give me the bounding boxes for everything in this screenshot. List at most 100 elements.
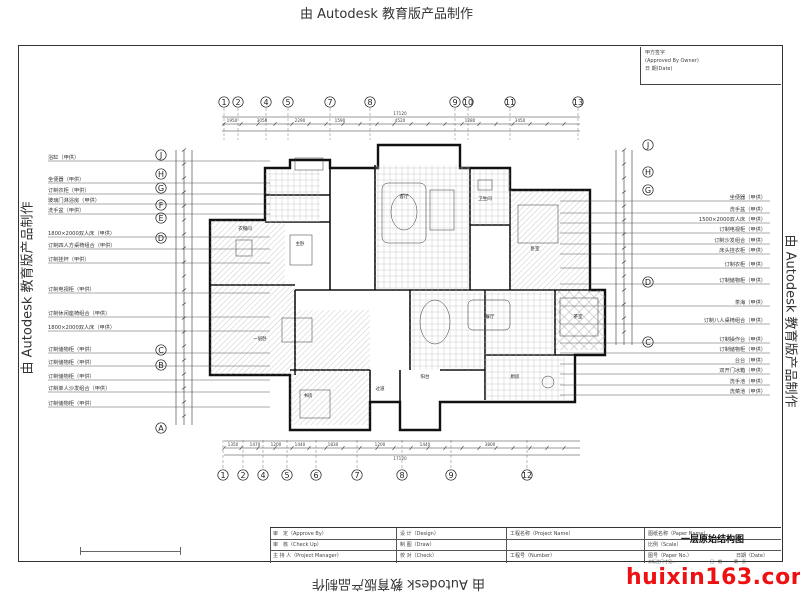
guest-bed [517, 204, 559, 244]
footer-left: 未标注尺寸见... [648, 559, 676, 564]
annotation-left: 订制四人方桌椅组合（甲供） [48, 241, 115, 249]
axis-right-D: D [645, 278, 651, 287]
dining-table [467, 299, 511, 331]
approval-stamp-box: 甲方签字 (Approved By Owner) 日 期(Date) [640, 47, 781, 85]
dimension-bottom: 1470 [250, 442, 261, 447]
dimension-bottom: 1440 [420, 442, 431, 447]
axis-top-8: 8 [367, 98, 372, 107]
axis-top-9-circle [449, 96, 461, 108]
axis-bottom-8-circle [396, 469, 408, 481]
axis-bottom-6-circle [310, 469, 322, 481]
axis-bottom-12: 12 [522, 471, 532, 480]
axis-bottom-4: 4 [260, 471, 265, 480]
room-label: 厨房 [511, 373, 520, 380]
annotation-right: 床头挂衣柜（甲供） [719, 246, 766, 254]
room-label: 过道 [376, 385, 385, 392]
room-label: 客厅 [400, 193, 409, 200]
axis-right-H-circle [642, 166, 654, 178]
annotation-right: 双开门冰箱（甲供） [719, 366, 766, 374]
second-bed [281, 317, 313, 343]
paper-name-label: 图纸名称（Paper Name） [648, 531, 709, 537]
scale-bar [60, 545, 210, 559]
sink [541, 375, 555, 389]
footer-right: 日 期 第 页 [710, 559, 746, 564]
living-side-cabinet [429, 189, 455, 231]
axis-bottom-2: 2 [240, 471, 245, 480]
axis-bottom-6: 6 [313, 471, 318, 480]
scale-label: 比例（Scale） [648, 542, 682, 548]
axis-left-C-circle [155, 344, 167, 356]
entry-rug [419, 299, 451, 345]
stamp-line: 日 期(Date) [645, 66, 673, 72]
axis-left-H: H [158, 170, 164, 179]
annotation-left: 坐便器（甲供） [48, 175, 84, 183]
annotation-left: 浴缸（甲供） [48, 153, 79, 161]
toilet [477, 179, 493, 191]
tea-room-pattern [559, 297, 599, 337]
axis-left-F-circle [155, 199, 167, 211]
dimension-bottom: 17120 [393, 456, 407, 461]
room-label: 卫生间 [478, 195, 492, 202]
room-label: 书房 [304, 392, 313, 399]
stamp-line: (Approved By Owner) [645, 58, 699, 64]
dimension-top: 1590 [335, 118, 346, 123]
axis-right-C: C [645, 338, 651, 347]
watermark-top: 由 Autodesk 教育版产品制作 [300, 7, 473, 22]
annotation-left: 订制衣柜（甲供） [48, 186, 90, 194]
annotation-left: 订制储物柜（甲供） [48, 358, 95, 366]
annotation-left: 1800×2000双人床（甲供） [48, 229, 115, 237]
axis-bottom-7-circle [351, 469, 363, 481]
floor-hatch [295, 310, 370, 372]
axis-bottom-9-circle [445, 469, 457, 481]
floor-hatch [485, 355, 565, 400]
drawing-title: 一层原始结构图 [681, 535, 745, 545]
annotation-left: 1800×2000双人床（甲供） [48, 323, 115, 331]
living-coffee-table [390, 193, 418, 231]
axis-top-10-circle [462, 96, 474, 108]
annotation-right: 1500×2000双人床（甲供） [699, 215, 766, 223]
annotation-right: 洗手池（甲供） [730, 377, 766, 385]
axis-bottom-8: 8 [399, 471, 404, 480]
axis-top-7-circle [324, 96, 336, 108]
dimension-bottom: 1200 [375, 442, 386, 447]
design-label: 设 计（Design） [400, 531, 439, 537]
axis-top-1-circle [218, 96, 230, 108]
number-label: 工程号（Number） [510, 553, 556, 559]
axis-top-9: 9 [452, 98, 457, 107]
axis-bottom-5: 5 [284, 471, 289, 480]
axis-bottom-12-circle [521, 469, 533, 481]
dimension-bottom: 3800 [485, 442, 496, 447]
axis-left-D: D [158, 234, 164, 243]
axis-left-B-circle [155, 359, 167, 371]
annotation-right: 洗手盆（甲供） [730, 205, 766, 213]
axis-top-5-circle [282, 96, 294, 108]
axis-top-2: 2 [235, 98, 240, 107]
project-name-label: 工程名称（Project Name） [510, 531, 574, 537]
annotation-right: 订制储物柜（甲供） [719, 345, 766, 353]
dimension-top: 4520 [395, 118, 406, 123]
room-label: 茶室 [574, 313, 583, 320]
floor-hatch [485, 290, 555, 355]
room-label: 餐厅 [486, 313, 495, 320]
axis-left-E-circle [155, 212, 167, 224]
dimension-bottom: 1350 [228, 442, 239, 447]
annotation-right: 订制电视柜（甲供） [719, 225, 766, 233]
site-logo: huixin163.com [626, 565, 800, 590]
dimension-top: 17120 [393, 111, 407, 116]
axis-top-7: 7 [327, 98, 332, 107]
drawing-frame [18, 45, 783, 562]
floor-hatch [510, 190, 588, 290]
axis-bottom-1-circle [217, 469, 229, 481]
date-label: 日期（Date） [736, 553, 768, 559]
axis-left-D-circle [155, 232, 167, 244]
checking-label: 校 对（Check） [400, 553, 437, 559]
dimension-top: 2290 [295, 118, 306, 123]
axis-top-5: 5 [285, 98, 290, 107]
room-label: 衣帽间 [238, 225, 252, 232]
room-label: 一层卧 [253, 335, 267, 342]
axis-bottom-1: 1 [220, 471, 225, 480]
axis-right-J: J [646, 141, 649, 150]
floor-hatch [265, 170, 320, 222]
axis-top-4-circle [260, 96, 272, 108]
axis-left-B: B [158, 361, 164, 370]
